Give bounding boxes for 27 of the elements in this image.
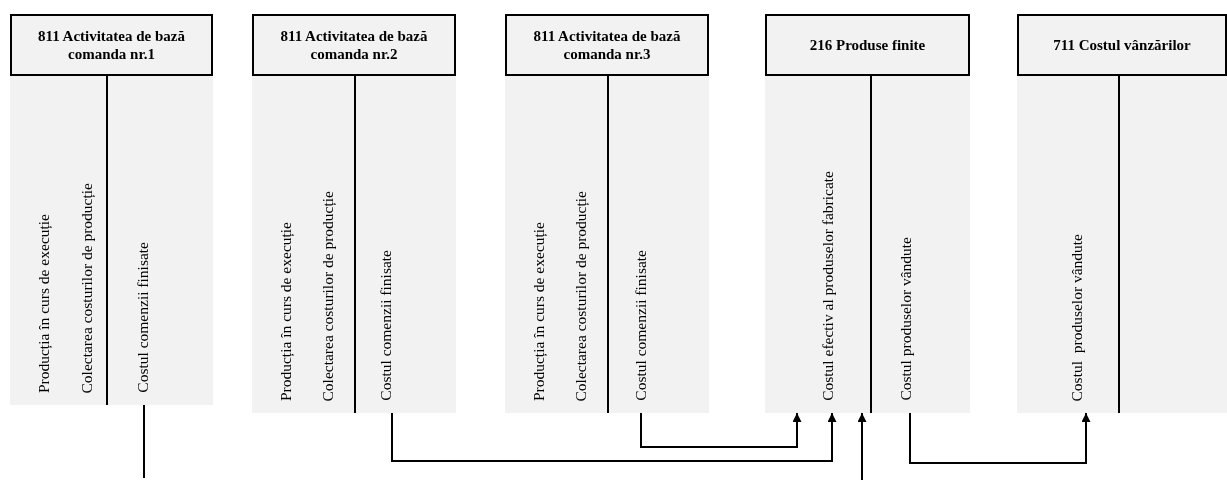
entry-text: Colectarea costurilor de producție	[319, 190, 337, 401]
account-title: 811 Activitatea de bază comanda nr.2	[252, 14, 456, 76]
account-title: 811 Activitatea de bază comanda nr.3	[505, 14, 709, 76]
entry-text: Costul comenzii finisate	[632, 250, 650, 401]
arrow	[391, 412, 837, 462]
account-title: 711 Costul vânzărilor	[1017, 14, 1227, 76]
arrow	[640, 412, 802, 448]
t-account	[10, 14, 213, 405]
entry-text: Producția în curs de execuție	[35, 213, 53, 393]
entry-text: Colectarea costurilor de producție	[78, 182, 96, 393]
entry-text: Colectarea costurilor de producție	[572, 190, 590, 401]
entry-text: Costul produselor vândute	[1068, 233, 1086, 401]
connector-line	[143, 404, 145, 479]
arrow	[909, 412, 1091, 464]
t-account	[505, 14, 709, 413]
entry-text: Costul efectiv al produselor fabricate	[819, 171, 837, 401]
account-title: 216 Produse finite	[765, 14, 970, 76]
entry-text: Costul comenzii finisate	[377, 250, 395, 401]
entry-text: Producția în curs de execuție	[277, 221, 295, 401]
entry-text: Costul produselor vândute	[897, 237, 915, 401]
arrow	[857, 412, 867, 480]
t-account	[252, 14, 456, 413]
entry-text: Costul comenzii finisate	[134, 242, 152, 393]
t-account	[765, 14, 970, 413]
entry-text: Producția în curs de execuție	[530, 221, 548, 401]
t-account	[1017, 14, 1227, 413]
account-title: 811 Activitatea de bază comanda nr.1	[10, 14, 213, 76]
